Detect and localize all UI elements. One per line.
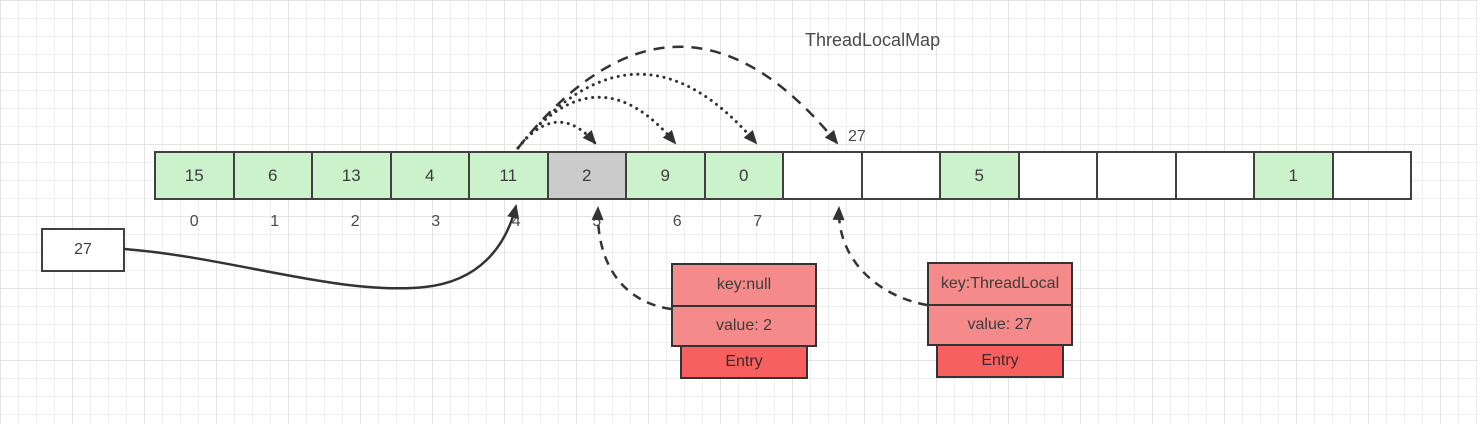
array-cell-15 <box>1331 151 1412 200</box>
diagram-title: ThreadLocalMap <box>805 30 941 50</box>
array-cell-5: 2 <box>546 151 627 200</box>
index-label-2: 2 <box>350 213 360 230</box>
index-label-5: 5 <box>592 213 602 230</box>
entry-key-row: key:null <box>671 263 817 307</box>
index-label-row: 0 1 2 3 4 5 6 7 <box>154 213 798 231</box>
entry-value-row: value: 27 <box>927 304 1073 346</box>
array-cell-6: 9 <box>625 151 706 200</box>
array-cell-11 <box>1017 151 1098 200</box>
probe-target-label: 27 <box>848 128 866 145</box>
array-cell-10: 5 <box>939 151 1020 200</box>
array-cell-8 <box>782 151 863 200</box>
probe-arc-slot7 <box>516 72 758 150</box>
insert-value-box: 27 <box>41 228 125 272</box>
array-cell-14: 1 <box>1253 151 1334 200</box>
array-cell-12 <box>1096 151 1177 200</box>
probe-arc-slot5 <box>516 120 597 150</box>
array-cell-3: 4 <box>389 151 470 200</box>
array-cell-1: 6 <box>232 151 313 200</box>
array-cell-0: 15 <box>154 151 235 200</box>
entry-card-stale: key:null value: 2 Entry <box>671 263 817 379</box>
probe-arc-slot8 <box>517 45 839 149</box>
entry-card-threadlocal: key:ThreadLocal value: 27 Entry <box>927 262 1073 378</box>
index-label-7: 7 <box>753 213 763 230</box>
index-label-1: 1 <box>270 213 280 230</box>
index-label-0: 0 <box>189 213 199 230</box>
array-cell-7: 0 <box>703 151 784 200</box>
entry-key-row: key:ThreadLocal <box>927 262 1073 306</box>
entry-value-row: value: 2 <box>671 305 817 347</box>
probe-arc-slot6 <box>516 95 677 150</box>
index-label-6: 6 <box>672 213 682 230</box>
array-cell-4: 11 <box>468 151 549 200</box>
entry-footer: Entry <box>936 344 1064 378</box>
array-cell-13 <box>1174 151 1255 200</box>
entry-threadlocal-arrow <box>832 206 928 307</box>
insert-value-label: 27 <box>74 241 92 258</box>
index-label-3: 3 <box>431 213 441 230</box>
array-cell-9 <box>860 151 941 200</box>
index-label-4: 4 <box>511 213 521 230</box>
array-cell-2: 13 <box>311 151 392 200</box>
entry-footer: Entry <box>680 345 808 379</box>
